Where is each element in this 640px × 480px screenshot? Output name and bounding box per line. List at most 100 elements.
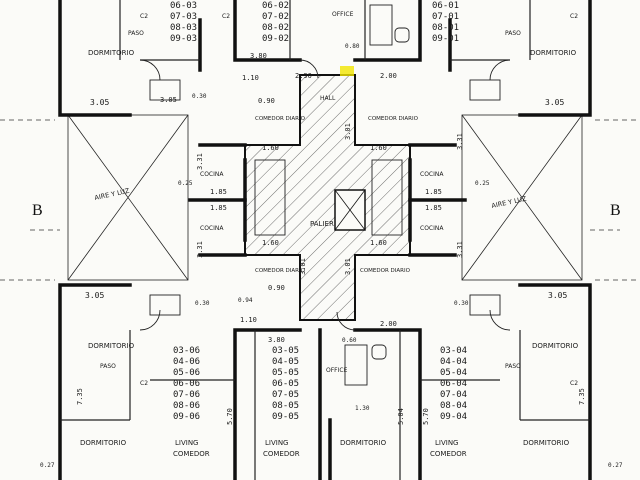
room-label-dormitorio-bc: DORMITORIO	[340, 439, 387, 447]
unit-list-top-center: 06-02 07-02 08-02 09-02	[262, 1, 289, 44]
dimension-label: 0.30	[192, 93, 207, 100]
room-label-comedor-diario-bl: COMEDOR DIARIO	[255, 268, 306, 274]
room-label-cocina-l1: COCINA	[200, 171, 224, 178]
unit-number: 05-05	[272, 368, 299, 378]
room-label-living-br: LIVING	[435, 439, 458, 447]
dimension-label: 3.05	[545, 98, 564, 107]
dimension-label: 0.80	[345, 43, 360, 50]
room-label-cocina-r1: COCINA	[420, 171, 444, 178]
unit-list-bottom-right: 03-04 04-04 05-04 06-04 07-04 08-04 09-0…	[440, 346, 467, 422]
partitions	[60, 0, 590, 480]
dimension-label: 5.70	[422, 408, 430, 425]
unit-number: 08-03	[170, 23, 197, 33]
room-label-c2-d: C2	[140, 380, 148, 387]
dimension-label: 1.60	[262, 239, 279, 247]
unit-list-bottom-center: 03-05 04-05 05-05 06-05 07-05 08-05 09-0…	[272, 346, 299, 422]
bathroom-fixtures	[149, 4, 501, 386]
dimension-label: 1.10	[242, 74, 259, 82]
unit-number: 05-06	[173, 368, 200, 378]
dimension-label: 3.01	[344, 258, 352, 275]
dimension-label: 1.10	[240, 316, 257, 324]
dimension-label: 2.00	[380, 72, 397, 80]
unit-number: 07-04	[440, 390, 467, 400]
dimension-label: 0.60	[342, 337, 357, 344]
air-light-shaft-left	[67, 114, 189, 281]
room-label-comedor-diario-tl: COMEDOR DIARIO	[255, 116, 306, 122]
room-label-c2-c: C2	[570, 13, 578, 20]
room-label-aire-y-luz-right: AIRE Y LUZ	[491, 195, 528, 210]
dimension-label: 0.30	[195, 300, 210, 307]
room-label-paso-tr: PASO	[505, 30, 521, 37]
dimension-label: 3.31	[196, 241, 204, 258]
unit-list-top-right: 06-01 07-01 08-01 09-01	[432, 1, 459, 44]
unit-number: 03-05	[272, 346, 299, 356]
dimension-label: 3.05	[90, 98, 109, 107]
room-label-paso-tl: PASO	[128, 30, 144, 37]
dimension-label: 3.01	[299, 258, 307, 275]
dimension-label: 0.94	[238, 297, 253, 304]
walls	[58, 0, 592, 480]
room-label-dormitorio-bl: DORMITORIO	[88, 342, 135, 350]
unit-number: 06-03	[170, 1, 197, 11]
unit-number: 09-02	[262, 34, 289, 44]
room-label-dormitorio-br: DORMITORIO	[532, 342, 579, 350]
unit-number: 06-04	[440, 379, 467, 389]
unit-number: 04-04	[440, 357, 467, 367]
unit-number: 09-04	[440, 412, 467, 422]
unit-number: 08-04	[440, 401, 467, 411]
door-swings	[139, 59, 511, 331]
unit-number: 09-05	[272, 412, 299, 422]
dimension-label: 2.00	[380, 320, 397, 328]
dimension-label: 0.25	[475, 180, 490, 187]
dimension-label: 1.85	[425, 204, 442, 212]
unit-number: 06-05	[272, 379, 299, 389]
dimension-label: 7.35	[76, 388, 84, 405]
section-mark-left: B	[32, 202, 43, 219]
room-label-palier: PALIER	[310, 220, 334, 228]
unit-number: 09-03	[170, 34, 197, 44]
dimension-label: 3.31	[196, 153, 204, 170]
dimensions: 3.80 3.80 2.90 2.00 2.00 3.05 3.05 3.05 …	[40, 43, 623, 469]
room-label-c2-a: C2	[140, 13, 148, 20]
room-label-living-bl: LIVING	[175, 439, 198, 447]
dimension-label: 3.31	[456, 241, 464, 258]
dimension-label: 2.90	[295, 72, 312, 80]
dimension-label: 5.70	[226, 408, 234, 425]
unit-number: 07-06	[173, 390, 200, 400]
dimension-label: 1.60	[370, 239, 387, 247]
dimension-label: 0.30	[454, 300, 469, 307]
unit-number: 08-02	[262, 23, 289, 33]
dimension-label: 3.05	[548, 291, 567, 300]
unit-number: 04-06	[173, 357, 200, 367]
unit-number: 07-03	[170, 12, 197, 22]
dimension-label: 7.35	[578, 388, 586, 405]
unit-number: 07-05	[272, 390, 299, 400]
room-label-hall: HALL	[320, 95, 336, 102]
unit-number: 07-02	[262, 12, 289, 22]
dimension-label: 1.85	[210, 204, 227, 212]
dimension-label: 5.04	[397, 408, 405, 425]
unit-list-top-left: 06-03 07-03 08-03 09-03	[170, 1, 197, 44]
site-lines	[0, 119, 640, 281]
room-label-comedor-bl: COMEDOR	[173, 450, 210, 458]
dimension-label: 0.25	[178, 180, 193, 187]
unit-number: 08-01	[432, 23, 459, 33]
room-label-comedor-bc: COMEDOR	[263, 450, 300, 458]
dimension-label: 0.27	[608, 462, 623, 469]
central-palier	[244, 74, 411, 321]
room-label-comedor-diario-br: COMEDOR DIARIO	[360, 268, 411, 274]
room-label-living-bc: LIVING	[265, 439, 288, 447]
dimension-label: 0.90	[258, 97, 275, 105]
room-label-office-bottom: OFFICE	[326, 367, 348, 374]
unit-number: 09-06	[173, 412, 200, 422]
unit-number: 05-04	[440, 368, 467, 378]
dimension-label: 1.85	[425, 188, 442, 196]
room-label-cocina-r2: COCINA	[420, 225, 444, 232]
unit-number: 08-06	[173, 401, 200, 411]
room-label-c2-b: C2	[222, 13, 230, 20]
dimension-label: 0.90	[268, 284, 285, 292]
room-label-comedor-br: COMEDOR	[430, 450, 467, 458]
dimension-label: 3.01	[344, 123, 352, 140]
